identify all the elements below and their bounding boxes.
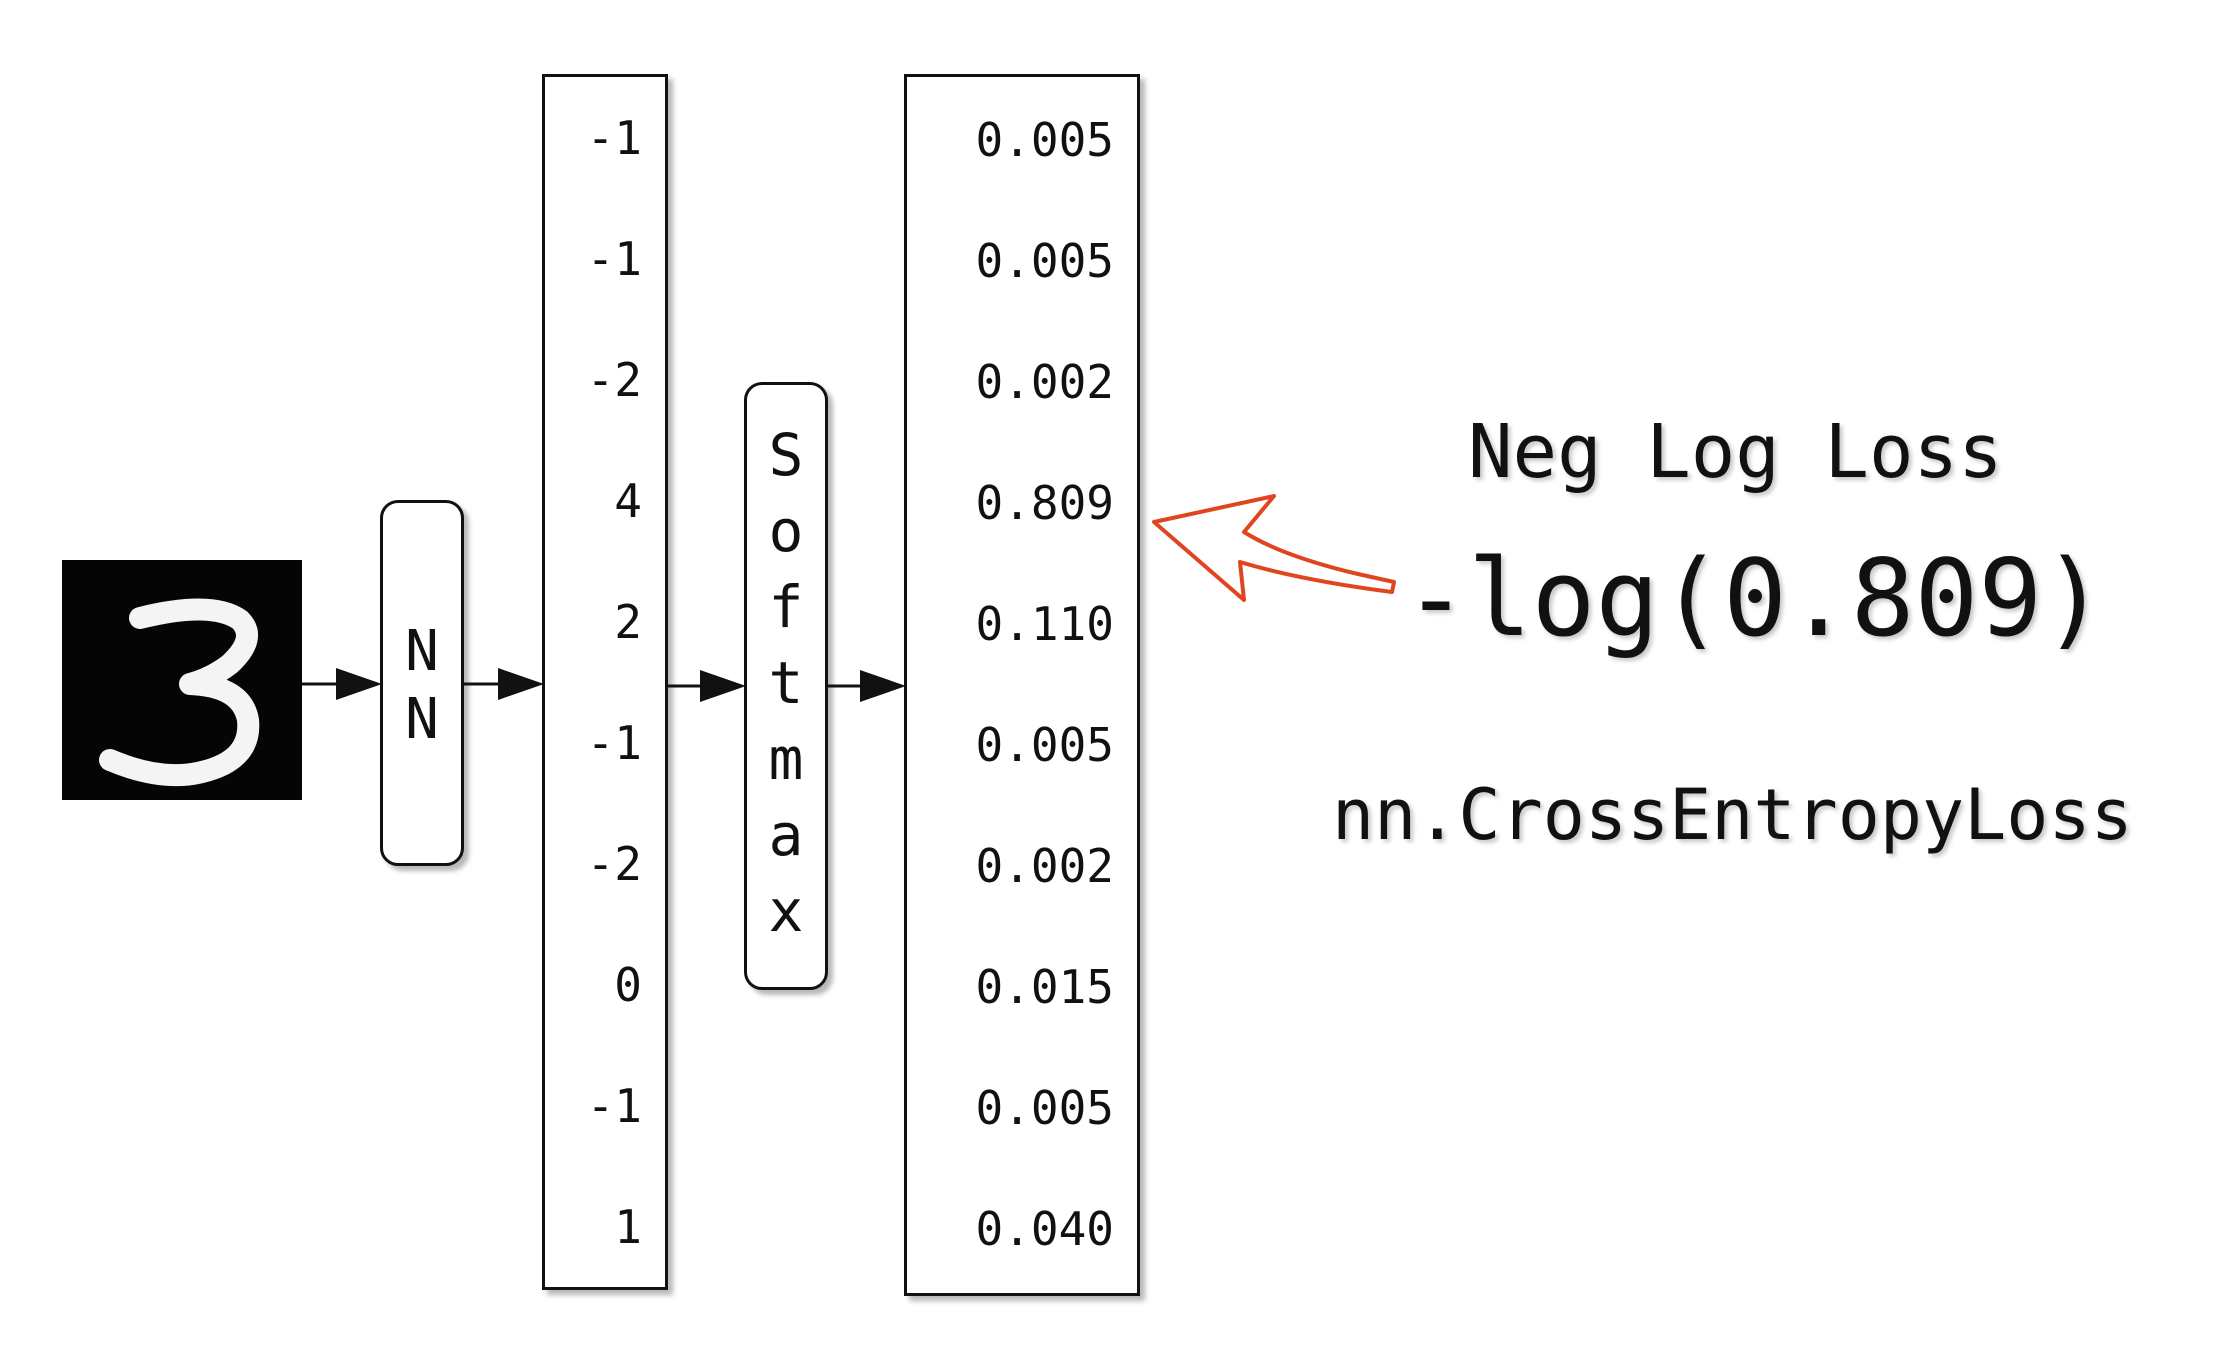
softmax-letter: S	[768, 421, 804, 489]
arrow-image-to-nn	[302, 668, 382, 700]
softmax-letter: x	[768, 877, 804, 945]
softmax-letter: m	[768, 725, 804, 793]
pointer-arrow-icon	[1152, 494, 1396, 602]
cross-entropy-code: nn.CrossEntropyLoss	[1332, 774, 2133, 856]
probability-value: 0.015	[975, 960, 1114, 1014]
softmax-letter: o	[768, 497, 804, 565]
probability-value: 0.110	[975, 597, 1114, 651]
nn-letter: N	[405, 687, 439, 752]
logit-value: 0	[614, 958, 642, 1012]
probability-value: 0.005	[975, 234, 1114, 288]
nn-letter: N	[405, 619, 439, 684]
digit-three-glyph	[99, 598, 260, 787]
softmax-box: S o f t m a x	[744, 382, 828, 990]
logit-value: -1	[586, 111, 642, 165]
probability-value: 0.002	[975, 355, 1114, 409]
logit-value: -1	[586, 716, 642, 770]
probability-value: 0.040	[975, 1202, 1114, 1256]
probability-value: 0.005	[975, 1081, 1114, 1135]
logit-value: 2	[614, 595, 642, 649]
arrow-logits-to-softmax	[668, 670, 746, 702]
probabilities-column	[904, 74, 1140, 1296]
logit-value: -2	[586, 353, 642, 407]
arrow-softmax-to-probabilities	[828, 670, 906, 702]
input-digit-image	[62, 560, 302, 800]
logits-column	[542, 74, 668, 1290]
probability-value: 0.005	[975, 718, 1114, 772]
logit-value: -2	[586, 837, 642, 891]
arrow-nn-to-logits	[464, 668, 544, 700]
probability-value: 0.002	[975, 839, 1114, 893]
softmax-letter: t	[768, 649, 804, 717]
logit-value: 4	[614, 474, 642, 528]
logit-value: 1	[614, 1200, 642, 1254]
probability-value: 0.005	[975, 113, 1114, 167]
softmax-letter: f	[768, 573, 804, 641]
nn-box: N N	[380, 500, 464, 866]
probability-value: 0.809	[975, 476, 1114, 530]
loss-formula: -log(0.809)	[1404, 537, 2106, 660]
neg-log-loss-title: Neg Log Loss	[1468, 409, 2003, 495]
logit-value: -1	[586, 232, 642, 286]
logit-value: -1	[586, 1079, 642, 1133]
softmax-letter: a	[768, 801, 804, 869]
